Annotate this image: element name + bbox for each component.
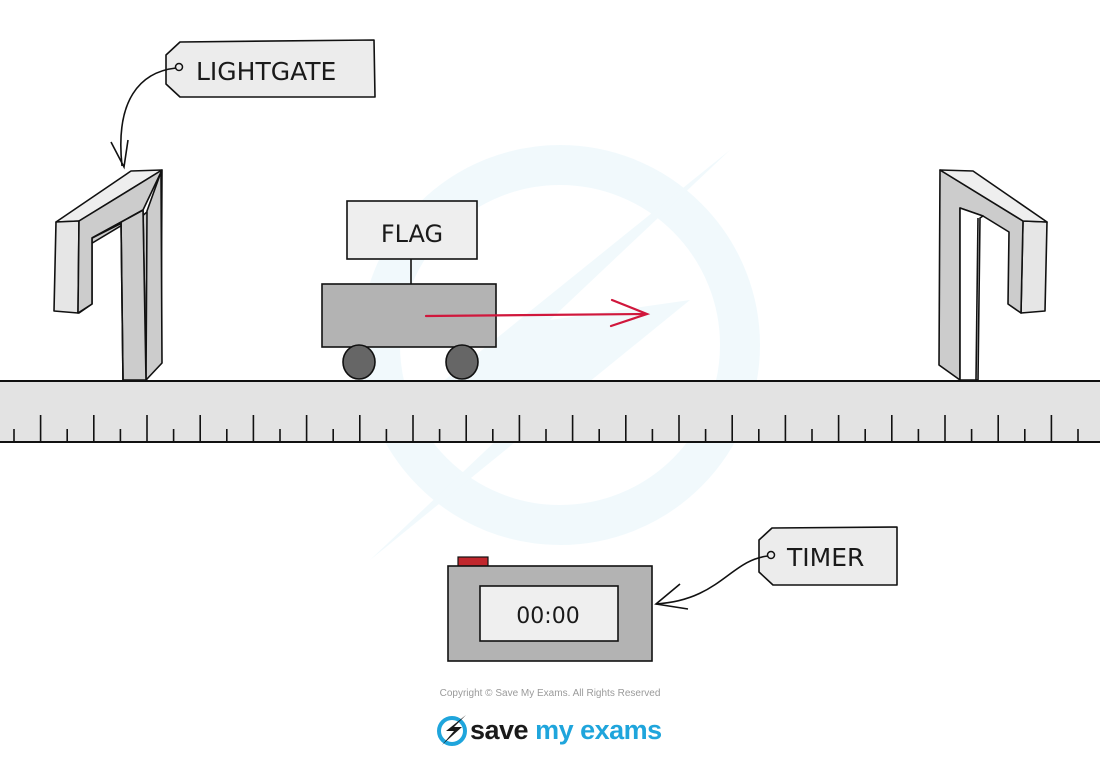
timer-pointer-arrow xyxy=(655,555,769,605)
timer-label-tag: TIMER xyxy=(758,526,898,586)
motion-arrowhead-icon xyxy=(609,298,651,328)
trolley-wheel-front xyxy=(342,344,376,380)
timer: 00:00 xyxy=(447,556,653,662)
timer-screen xyxy=(479,585,619,642)
lightgate-right xyxy=(938,169,1048,381)
track-ruler xyxy=(0,380,1100,443)
save-my-exams-logo: save my exams xyxy=(436,712,662,748)
timer-display: 00:00 xyxy=(516,604,579,629)
ruler-ticks xyxy=(13,415,1079,442)
lightgate-label-tag: LIGHTGATE xyxy=(165,39,376,98)
logo-word-my-exams: my exams xyxy=(528,714,662,745)
logo-word-save: save xyxy=(470,714,529,745)
flag-card xyxy=(346,200,478,260)
timer-arrowhead-icon xyxy=(654,583,689,610)
motion-arrow xyxy=(424,298,651,328)
trolley: FLAG xyxy=(321,200,497,380)
trolley-wheel-back xyxy=(445,344,479,380)
lightning-bolt-icon xyxy=(437,715,467,746)
lightgate-arrowhead-icon xyxy=(110,139,129,170)
copyright-text: Copyright © Save My Exams. All Rights Re… xyxy=(439,688,661,699)
timer-label: TIMER xyxy=(786,543,864,572)
lightgate-left xyxy=(53,169,163,381)
lightgate-pointer-arrow xyxy=(120,67,177,167)
lightgate-label: LIGHTGATE xyxy=(196,57,336,86)
flag-label: FLAG xyxy=(381,220,443,248)
